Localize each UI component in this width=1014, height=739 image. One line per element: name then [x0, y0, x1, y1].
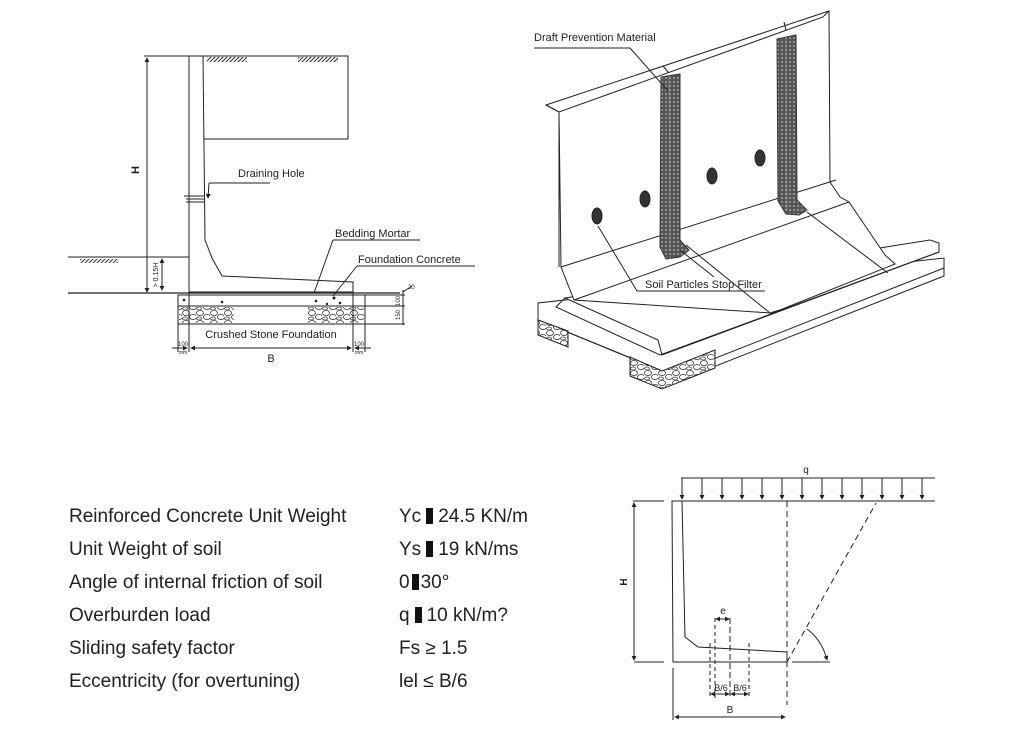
- property-amount: 30°: [420, 571, 450, 593]
- ground-hatch: [207, 57, 247, 62]
- crushed-stone-label: Crushed Stone Foundation: [205, 329, 336, 341]
- stability-wall: [671, 500, 788, 663]
- load-arrows: [679, 478, 925, 500]
- draining-hole-label: Draining Hole: [238, 168, 305, 180]
- design-properties-table: Reinforced Concrete Unit Weight Yc 24.5 K…: [69, 500, 569, 698]
- property-name: Overburden load: [69, 604, 211, 626]
- property-row: Reinforced Concrete Unit Weight Yc 24.5 K…: [69, 500, 569, 533]
- draft-prevention-leader: [534, 47, 669, 92]
- property-row: Unit Weight of soil Ys 19 kN/ms: [69, 533, 569, 566]
- unit-left-label: mm: [179, 350, 187, 356]
- equals-marker: [414, 606, 422, 623]
- friction-angle-arc: [806, 628, 829, 661]
- load-label: q: [803, 465, 809, 476]
- property-value: lel ≤ B/6: [399, 670, 468, 692]
- foundation-concrete-label: Foundation Concrete: [358, 254, 461, 266]
- property-value: q 10 kN/m?: [399, 605, 508, 627]
- drain-hole: [706, 167, 718, 185]
- bedding-mortar-label: Bedding Mortar: [335, 228, 411, 240]
- draft-prevention-strip: [776, 34, 808, 216]
- property-symbol: Ys: [399, 538, 422, 560]
- property-amount: 10 kN/m?: [426, 604, 508, 626]
- property-amount: 19 kN/ms: [438, 538, 519, 560]
- height-label: H: [130, 166, 142, 174]
- property-row: Sliding safety factor Fs ≥ 1.5: [69, 632, 569, 665]
- equals-marker: [426, 507, 434, 524]
- property-value: Ys 19 kN/ms: [399, 539, 518, 561]
- backfill-area: [202, 55, 349, 140]
- unit-right-label: mm: [355, 350, 363, 356]
- b6-right-label: B/6: [733, 683, 747, 693]
- property-name: Eccentricity (for overtuning): [69, 670, 301, 692]
- draft-prevention-label: Draft Prevention Material: [534, 32, 656, 44]
- property-row: Overburden load q 10 kN/m?: [69, 599, 569, 632]
- dim-100-right-label: 100: [354, 342, 365, 348]
- equals-marker: [411, 573, 419, 590]
- min-embed-label: > 0.15H: [153, 263, 160, 288]
- property-value: 0 30°: [399, 572, 449, 594]
- property-name: Angle of internal friction of soil: [69, 571, 323, 593]
- retaining-wall-section: [188, 55, 354, 293]
- l-wall-face: [544, 10, 896, 314]
- property-symbol: q: [399, 604, 410, 626]
- base-width-label: B: [267, 353, 274, 365]
- dim-150-vertical-label: 150: [396, 309, 402, 320]
- property-name: Unit Weight of soil: [69, 538, 222, 560]
- stability-diagram: [631, 477, 935, 720]
- b6-left-label: B/6: [714, 683, 728, 693]
- ground-hatch: [80, 259, 118, 263]
- property-value: Yc 24.5 KN/m: [399, 506, 528, 528]
- property-name: Reinforced Concrete Unit Weight: [69, 505, 347, 527]
- soil-filter-label: Soil Particles Stop Filter: [645, 279, 762, 291]
- foundation-concrete: [177, 294, 366, 307]
- dim-100-vertical-label: 100: [396, 295, 402, 306]
- section-diagram: [68, 55, 475, 352]
- dim-100-left-label: 100: [178, 342, 189, 348]
- property-symbol: 0: [399, 571, 410, 593]
- stability-base-label: B: [727, 705, 734, 716]
- equals-marker: [426, 540, 434, 557]
- drain-hole: [754, 149, 766, 167]
- property-value: Fs ≥ 1.5: [399, 637, 468, 659]
- drain-hole: [591, 207, 603, 225]
- property-name: Sliding safety factor: [69, 637, 235, 659]
- soil-filter-leader: [597, 225, 765, 292]
- property-row: Eccentricity (for overtuning) lel ≤ B/6: [69, 665, 569, 698]
- dim-20-label: 20: [408, 285, 415, 291]
- ground-hatch: [298, 57, 338, 62]
- drain-hole: [639, 190, 651, 208]
- property-amount: 24.5 KN/m: [438, 505, 528, 527]
- isometric-diagram: [534, 10, 945, 390]
- eccentricity-label: e: [720, 606, 726, 617]
- property-symbol: Yc: [399, 505, 422, 527]
- property-row: Angle of internal friction of soil 0 30°: [69, 566, 569, 599]
- failure-plane: [786, 502, 877, 663]
- stability-height-label: H: [619, 578, 630, 585]
